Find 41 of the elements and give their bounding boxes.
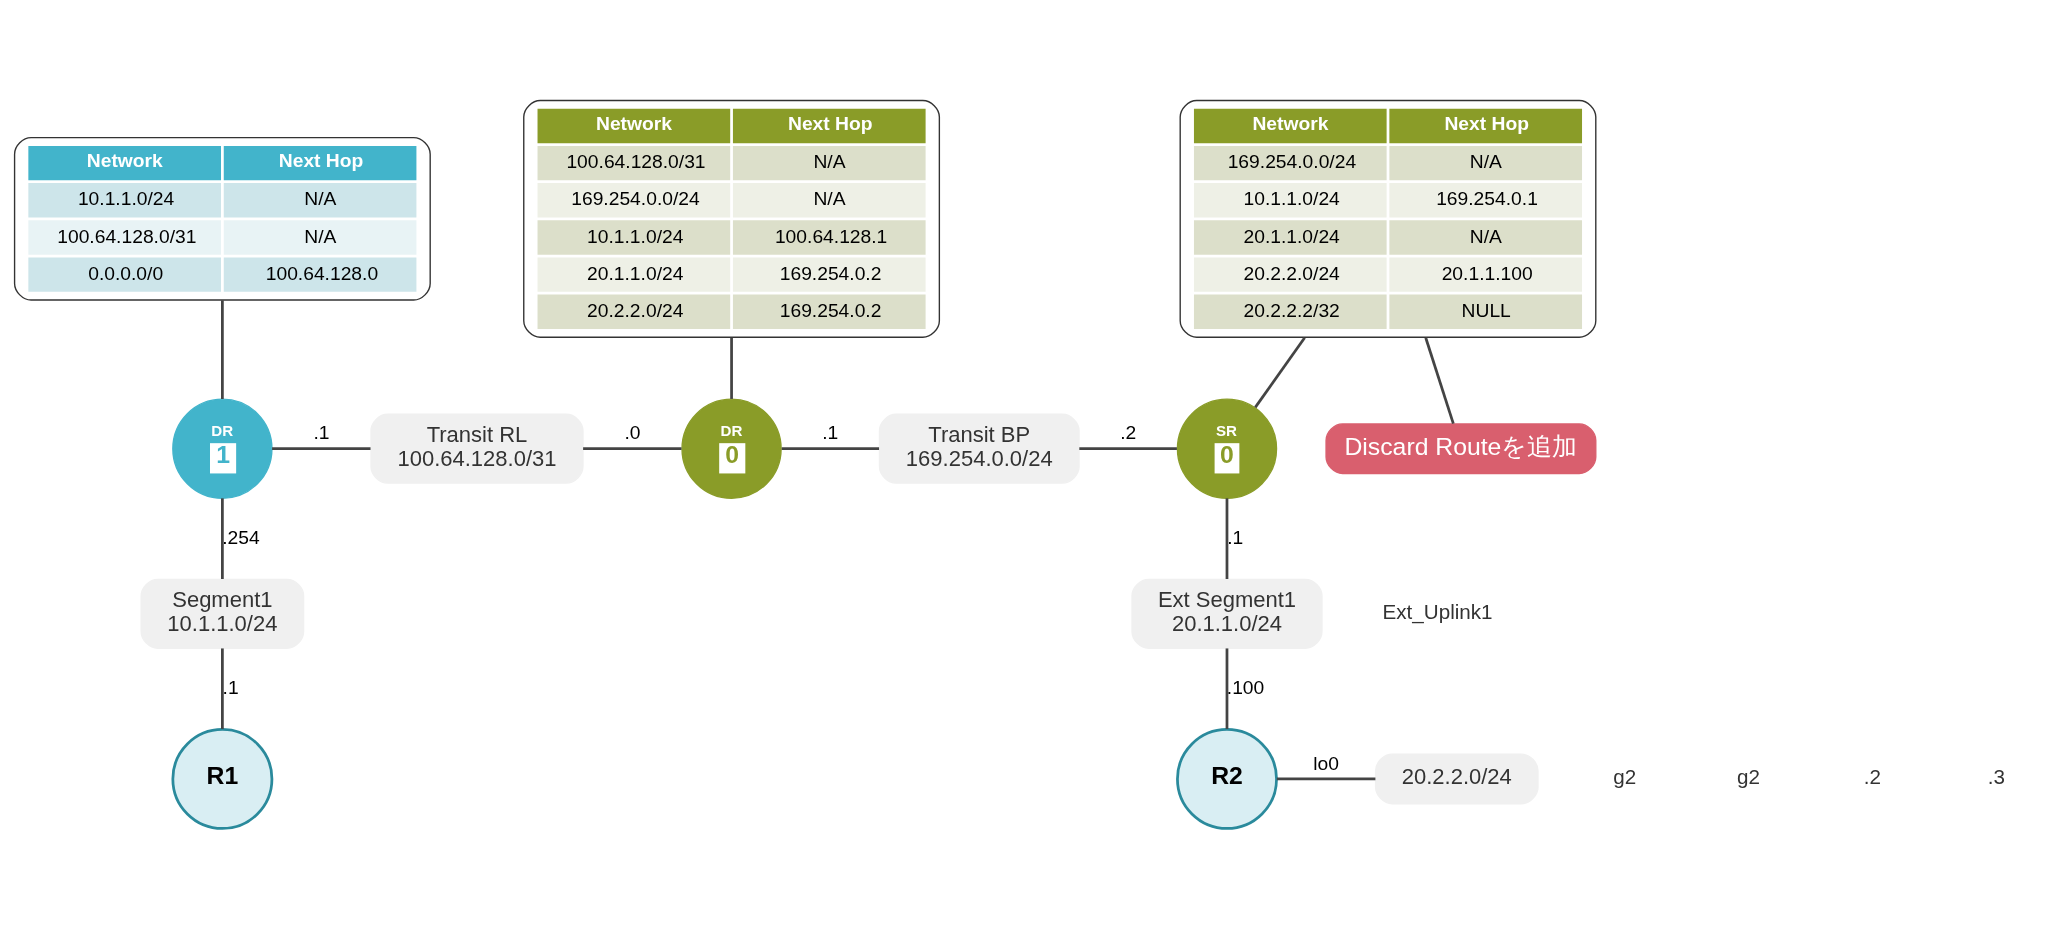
node-circle: DR 1 [172, 398, 273, 499]
label: g2 [1613, 764, 1637, 788]
node-box: 20.2.2.0/24 [1374, 753, 1539, 805]
edge-label: .1 [313, 422, 330, 444]
node-box: Network Next Hop 169.254.0.0/24 N/A 10.1.1.0/24 169.254.0.1 20.1.1.0/24 N/A 20.2.2.0/24 20.1.1.100 20.2.2.2/32 NULL [1179, 99, 1597, 338]
connector [221, 300, 224, 399]
edge-label: .1 [822, 422, 839, 444]
edge-label: .2 [1120, 422, 1137, 444]
label: Ext_Uplink1 [1382, 599, 1493, 623]
connector [1254, 336, 1306, 409]
connector [1225, 648, 1229, 729]
label: .2 [1863, 764, 1882, 788]
edge-label: .254 [222, 526, 260, 548]
edge-label: .1 [222, 676, 239, 698]
node-box: Network Next Hop 100.64.128.0/31 N/A 169.254.0.0/24 N/A 10.1.1.0/24 100.64.128.1 20.1.1.0/24 169.254.0.2 20.2.2.0/24 169.254.0.2 [523, 99, 941, 338]
label: .3 [1987, 764, 2005, 788]
node-circle: R2 [1176, 728, 1278, 830]
connector [1079, 447, 1177, 451]
node-box: Discard Routeを追加 [1325, 423, 1597, 475]
edge-label: .0 [624, 422, 641, 444]
connector [221, 498, 224, 579]
connector [583, 447, 682, 451]
node-box: Transit BP 169.254.0.0/24 [878, 413, 1080, 484]
node-box: Segment1 10.1.1.0/24 [140, 578, 305, 649]
edge-label: lo0 [1313, 752, 1339, 774]
label: g2 [1737, 764, 1761, 788]
connector [1276, 777, 1376, 781]
node-box: Transit RL 100.64.128.0/31 [370, 413, 584, 484]
node-circle: R1 [171, 728, 274, 830]
node-circle: DR 0 [681, 398, 782, 499]
connector [272, 447, 371, 451]
connector [1225, 498, 1229, 579]
connector [1424, 337, 1455, 425]
connector [221, 648, 224, 729]
node-circle: SR 0 [1176, 398, 1278, 499]
edge-label: .100 [1226, 676, 1265, 698]
connector [781, 447, 880, 451]
node-box: Network Next Hop 10.1.1.0/24 N/A 100.64.128.0/31 N/A 0.0.0.0/0 100.64.128.0 [13, 136, 431, 301]
connector [730, 337, 733, 399]
edge-label: .1 [1227, 526, 1244, 548]
node-box: Ext Segment1 20.1.1.0/24 [1131, 578, 1323, 649]
